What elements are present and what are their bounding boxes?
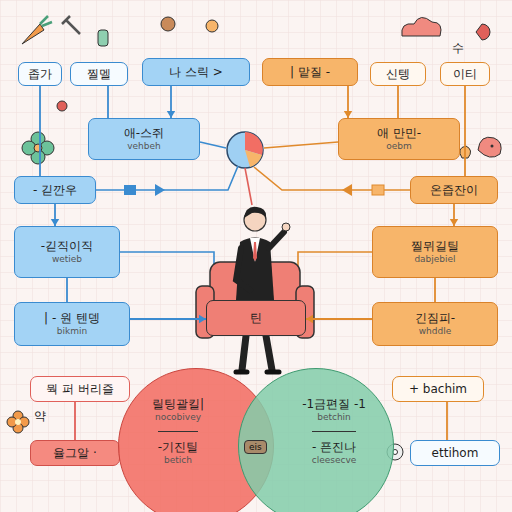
plain-box: + bachim [392, 376, 484, 402]
connector [344, 86, 352, 118]
orange-box: 긴짐피-whddle [372, 302, 498, 346]
node-title: | - 원 텐뎅 [44, 311, 100, 326]
note-label: 수 [452, 40, 464, 57]
blue-box: 나 스릭 > [142, 58, 250, 86]
pink-box: 율그알 · [30, 440, 120, 466]
arrow-icons [124, 184, 384, 196]
arrow-head [167, 111, 175, 118]
node-title: 애 만민- [377, 126, 421, 141]
arrow-head [306, 315, 313, 323]
connector [51, 204, 59, 226]
node-subtitle: vehbeh [127, 141, 161, 152]
pie-chart [227, 132, 263, 168]
arrow-head [51, 219, 59, 226]
sofa-seat: 틴 [206, 300, 306, 336]
blue-box: - 긷깐우 [14, 176, 96, 204]
orange-box: 애 만민-oebm [338, 118, 460, 160]
node-title: 이티 [453, 67, 477, 82]
connector-line [464, 86, 466, 176]
connector [447, 402, 448, 440]
node-subtitle: wetieb [52, 254, 82, 265]
note-label: 약 [34, 408, 46, 425]
node-title: -1금편질 -1 [302, 397, 366, 412]
connector-line [39, 86, 41, 176]
node-title: 릴팅괄킬| [152, 397, 204, 412]
node-subtitle: cleesecve [312, 455, 357, 466]
node-subtitle: betich [164, 455, 192, 466]
node-title: 뭑 퍼 버리즐 [46, 382, 114, 397]
connector-line [434, 278, 436, 302]
node-title: - 픈진나 [312, 431, 356, 455]
arrow-head [199, 315, 206, 323]
node-title: 신텡 [386, 67, 410, 82]
connector [75, 402, 76, 440]
person [236, 207, 290, 372]
node-title: 율그알 · [53, 446, 97, 461]
connector [130, 315, 206, 323]
node-title: 온즙잔이 [430, 183, 478, 198]
orange-box: | 맡질 - [262, 58, 358, 86]
connector-line [130, 318, 206, 320]
plain-box: 이티 [440, 62, 490, 86]
node-subtitle: whddle [419, 326, 452, 337]
overlap-tag: eis [244, 440, 267, 454]
connector-line [107, 86, 109, 118]
plain-box: 신텡 [370, 62, 426, 86]
node-subtitle: betchin [317, 412, 351, 423]
node-title: -기진틸 [158, 431, 198, 455]
connector [167, 86, 175, 118]
plain-box: 뭑 퍼 버리즐 [30, 376, 130, 402]
node-subtitle: nocobivey [155, 412, 201, 423]
node-subtitle: dabjebiel [414, 254, 455, 265]
node-title: 애-스쥐 [124, 126, 164, 141]
node-title: 찔멜 [87, 67, 111, 82]
connector [40, 86, 41, 176]
connector-line [397, 86, 399, 118]
connector [67, 278, 68, 302]
node-title: - 긷깐우 [33, 183, 77, 198]
connector [108, 86, 109, 118]
blue-box: 애-스쥐vehbeh [88, 118, 200, 160]
node-subtitle: bikmin [57, 326, 87, 337]
connector-line [66, 278, 68, 302]
node-title: | 맡질 - [290, 65, 330, 80]
node-subtitle: oebm [386, 141, 412, 152]
node-title: 틴 [250, 311, 262, 326]
connector [435, 278, 436, 302]
node-title: 긴짐피- [415, 311, 455, 326]
connector-line [74, 402, 76, 440]
node-title: 좁가 [28, 67, 52, 82]
connector [398, 86, 399, 118]
blue-box: -긷직이직wetieb [14, 226, 120, 278]
connector [450, 204, 458, 226]
node-title: 나 스릭 > [169, 65, 223, 80]
plain-box: 좁가 [18, 62, 62, 86]
connector-line [306, 318, 372, 320]
orange-box: 온즙잔이 [410, 176, 498, 204]
blue-box: | - 원 텐뎅bikmin [14, 302, 130, 346]
connector [465, 86, 466, 176]
arrow-head [344, 111, 352, 118]
plain-box: ettihom [410, 440, 500, 466]
node-title: -긷직이직 [41, 239, 93, 254]
plain-box: 찔멜 [70, 62, 128, 86]
arrow-head [450, 219, 458, 226]
orange-box: 찔뮈길틸dabjebiel [372, 226, 498, 278]
node-title: 찔뮈길틸 [411, 239, 459, 254]
node-title: ettihom [432, 446, 479, 461]
node-title: + bachim [409, 382, 467, 397]
connector [306, 315, 372, 323]
connector-line [446, 402, 448, 440]
